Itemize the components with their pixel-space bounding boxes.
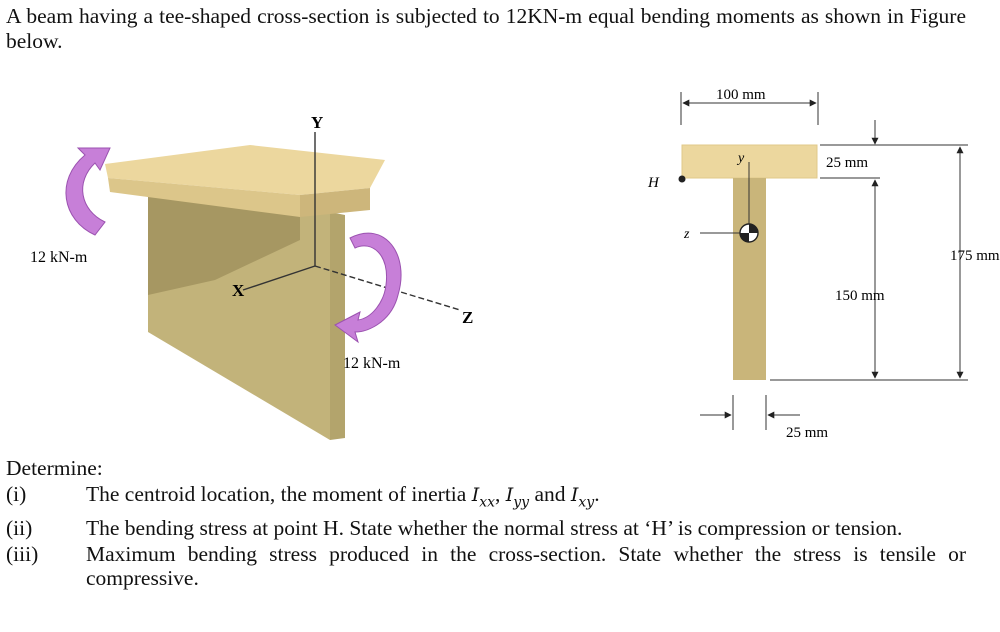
question-item: (iii) Maximum bending stress produced in…: [6, 542, 966, 590]
problem-figure: Y X Z 12 kN-m 12 kN-m 100 mm y z: [30, 87, 1000, 441]
math-ixx: Ixx: [471, 484, 495, 511]
tee-cross-section: 100 mm y z H 25 mm 175 mm 150: [647, 87, 1000, 441]
question-number: (iii): [6, 542, 39, 567]
math-ixy: Ixy: [570, 484, 595, 511]
dim-total-height: 175 mm: [950, 248, 1000, 264]
question-number: (i): [6, 482, 27, 506]
axis-x-label: X: [232, 281, 245, 300]
axis-y-label: Y: [311, 113, 323, 132]
question-text-and: and: [534, 482, 566, 506]
problem-statement: A beam having a tee-shaped cross-section…: [6, 4, 966, 53]
question-item: (ii) The bending stress at point H. Stat…: [6, 516, 966, 540]
beam-flange-side: [300, 188, 370, 217]
question-text: The centroid location, the moment of ine…: [86, 482, 467, 506]
moment-label-left: 12 kN-m: [30, 249, 88, 266]
question-text: The bending stress at point H. State whe…: [86, 516, 903, 541]
beam-flange-front: [108, 178, 300, 217]
dim-flange-width: 100 mm: [716, 87, 766, 103]
axis-x-line: [242, 265, 316, 291]
section-y-label: y: [736, 151, 745, 166]
dim-web-width: 25 mm: [786, 425, 828, 441]
beam-3d-illustration: Y X Z 12 kN-m 12 kN-m: [30, 113, 473, 440]
moment-arrow-right-icon: [334, 232, 402, 344]
centroid-icon: [739, 223, 759, 243]
moment-arrow-left-icon: [65, 147, 111, 236]
beam-web-shade: [148, 190, 300, 295]
question-list: Determine: (i) The centroid location, th…: [6, 456, 966, 590]
dim-flange-thickness: 25 mm: [826, 155, 868, 171]
section-z-label: z: [683, 227, 690, 242]
question-number: (ii): [6, 516, 33, 541]
questions-heading: Determine:: [6, 456, 103, 480]
point-h-label: H: [647, 175, 660, 191]
moment-label-right: 12 kN-m: [343, 355, 401, 372]
axis-z-label: Z: [462, 308, 473, 327]
math-iyy: Iyy: [505, 484, 530, 511]
question-item: (i) The centroid location, the moment of…: [6, 482, 966, 514]
point-h-dot: [678, 175, 686, 183]
dim-web-height: 150 mm: [835, 288, 885, 304]
question-text: Maximum bending stress produced in the c…: [86, 542, 966, 591]
